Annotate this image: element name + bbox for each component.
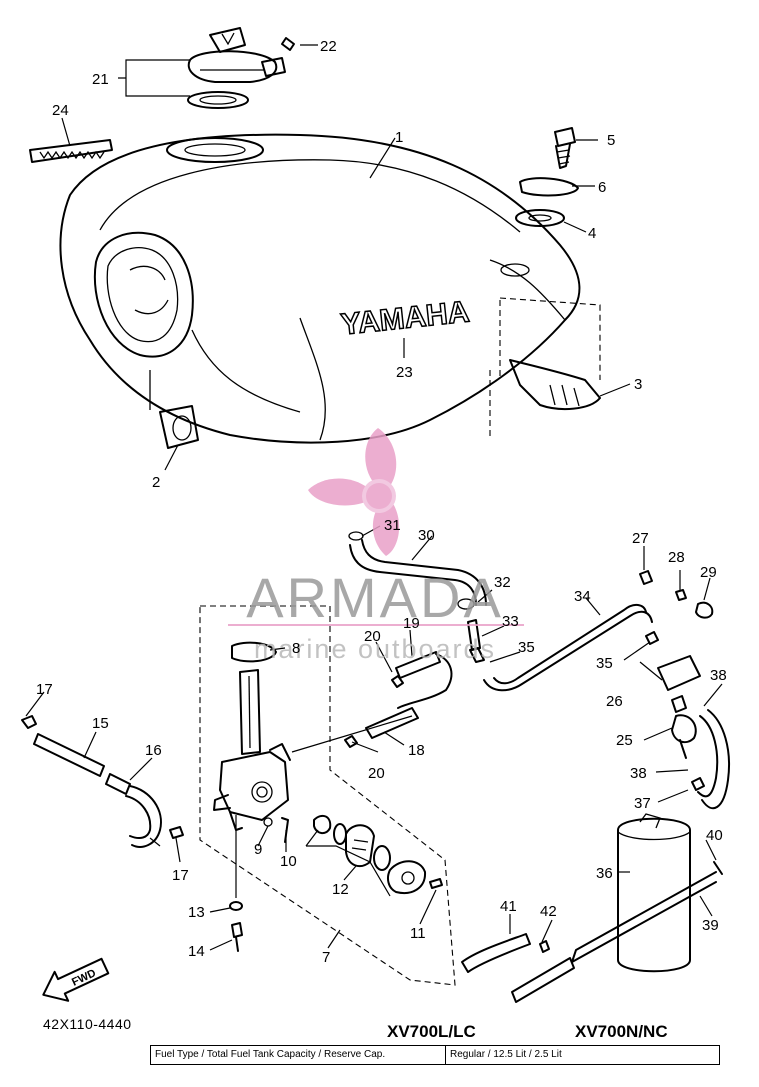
callout-32: 32 xyxy=(494,574,511,591)
callout-23: 23 xyxy=(396,364,413,381)
callout-37: 37 xyxy=(634,795,651,812)
callout-35b: 35 xyxy=(596,655,613,672)
callout-8: 8 xyxy=(292,640,300,657)
model-label-left: XV700L/LC xyxy=(387,1022,476,1041)
propeller-logo xyxy=(308,428,400,556)
fuel-spec-value: Regular / 12.5 Lit / 2.5 Lit xyxy=(450,1049,562,1060)
tank-rear-bracket xyxy=(489,297,601,440)
tank-damper-strip xyxy=(29,139,113,163)
callout-40: 40 xyxy=(706,827,723,844)
callout-6: 6 xyxy=(598,179,606,196)
callout-9: 9 xyxy=(254,841,262,858)
fuel-tank xyxy=(59,133,581,444)
callout-10: 10 xyxy=(280,853,297,870)
callout-30: 30 xyxy=(418,527,435,544)
hose-joint-33 xyxy=(467,619,485,663)
armada-watermark: ARMADA marine outboards xyxy=(228,428,524,664)
callout-27: 27 xyxy=(632,530,649,547)
fuel-hoses-center xyxy=(291,651,453,753)
callout-labels: 1 2 3 4 5 6 7 8 9 10 11 12 13 14 15 16 1… xyxy=(36,38,727,966)
callout-14: 14 xyxy=(188,943,205,960)
callout-35a: 35 xyxy=(518,639,535,656)
callout-34: 34 xyxy=(574,588,591,605)
tank-brand-text: YAMAHA xyxy=(339,295,471,341)
callout-42: 42 xyxy=(540,903,557,920)
callout-4: 4 xyxy=(588,225,596,242)
tank-damper-cushion xyxy=(149,370,199,449)
callout-3: 3 xyxy=(634,376,642,393)
fuel-spec-table: Fuel Type / Total Fuel Tank Capacity / R… xyxy=(150,1045,720,1065)
callout-15: 15 xyxy=(92,715,109,732)
canister-assembly xyxy=(461,570,730,1003)
callout-17a: 17 xyxy=(36,681,53,698)
model-label-right: XV700N/NC xyxy=(575,1022,668,1041)
callout-12: 12 xyxy=(332,881,349,898)
callout-25: 25 xyxy=(616,732,633,749)
callout-19: 19 xyxy=(403,615,420,632)
watermark-rule xyxy=(228,624,524,626)
fuel-cap-assembly xyxy=(187,27,295,109)
callout-41: 41 xyxy=(500,898,517,915)
callout-28: 28 xyxy=(668,549,685,566)
callout-24: 24 xyxy=(52,102,69,119)
watermark-tagline: marine outboards xyxy=(254,634,496,664)
callout-17b: 17 xyxy=(172,867,189,884)
callout-36: 36 xyxy=(596,865,613,882)
callout-20a: 20 xyxy=(364,628,381,645)
watermark-brand: ARMADA xyxy=(246,566,504,629)
callout-26: 26 xyxy=(606,693,623,710)
callout-21: 21 xyxy=(92,71,109,88)
fuel-spec-label: Fuel Type / Total Fuel Tank Capacity / R… xyxy=(151,1046,446,1064)
callout-5: 5 xyxy=(607,132,615,149)
callout-11: 11 xyxy=(410,925,426,942)
callout-29: 29 xyxy=(700,564,717,581)
diagram-code: 42X110-4440 xyxy=(43,1016,132,1032)
callout-22: 22 xyxy=(320,38,337,55)
callout-18: 18 xyxy=(408,742,425,759)
callout-7: 7 xyxy=(322,949,330,966)
tank-bolt-set xyxy=(515,127,579,227)
callout-31: 31 xyxy=(384,517,401,534)
forward-arrow: FWD xyxy=(42,957,110,1002)
callout-33: 33 xyxy=(502,613,519,630)
callout-20b: 20 xyxy=(368,765,385,782)
fuel-hose-left xyxy=(21,715,184,848)
callout-16: 16 xyxy=(145,742,162,759)
breather-hose-34 xyxy=(483,604,659,692)
callout-1: 1 xyxy=(395,129,403,146)
callout-13: 13 xyxy=(188,904,205,921)
callout-39: 39 xyxy=(702,917,719,934)
callout-38a: 38 xyxy=(710,667,727,684)
callout-2: 2 xyxy=(152,474,160,491)
callout-38b: 38 xyxy=(630,765,647,782)
